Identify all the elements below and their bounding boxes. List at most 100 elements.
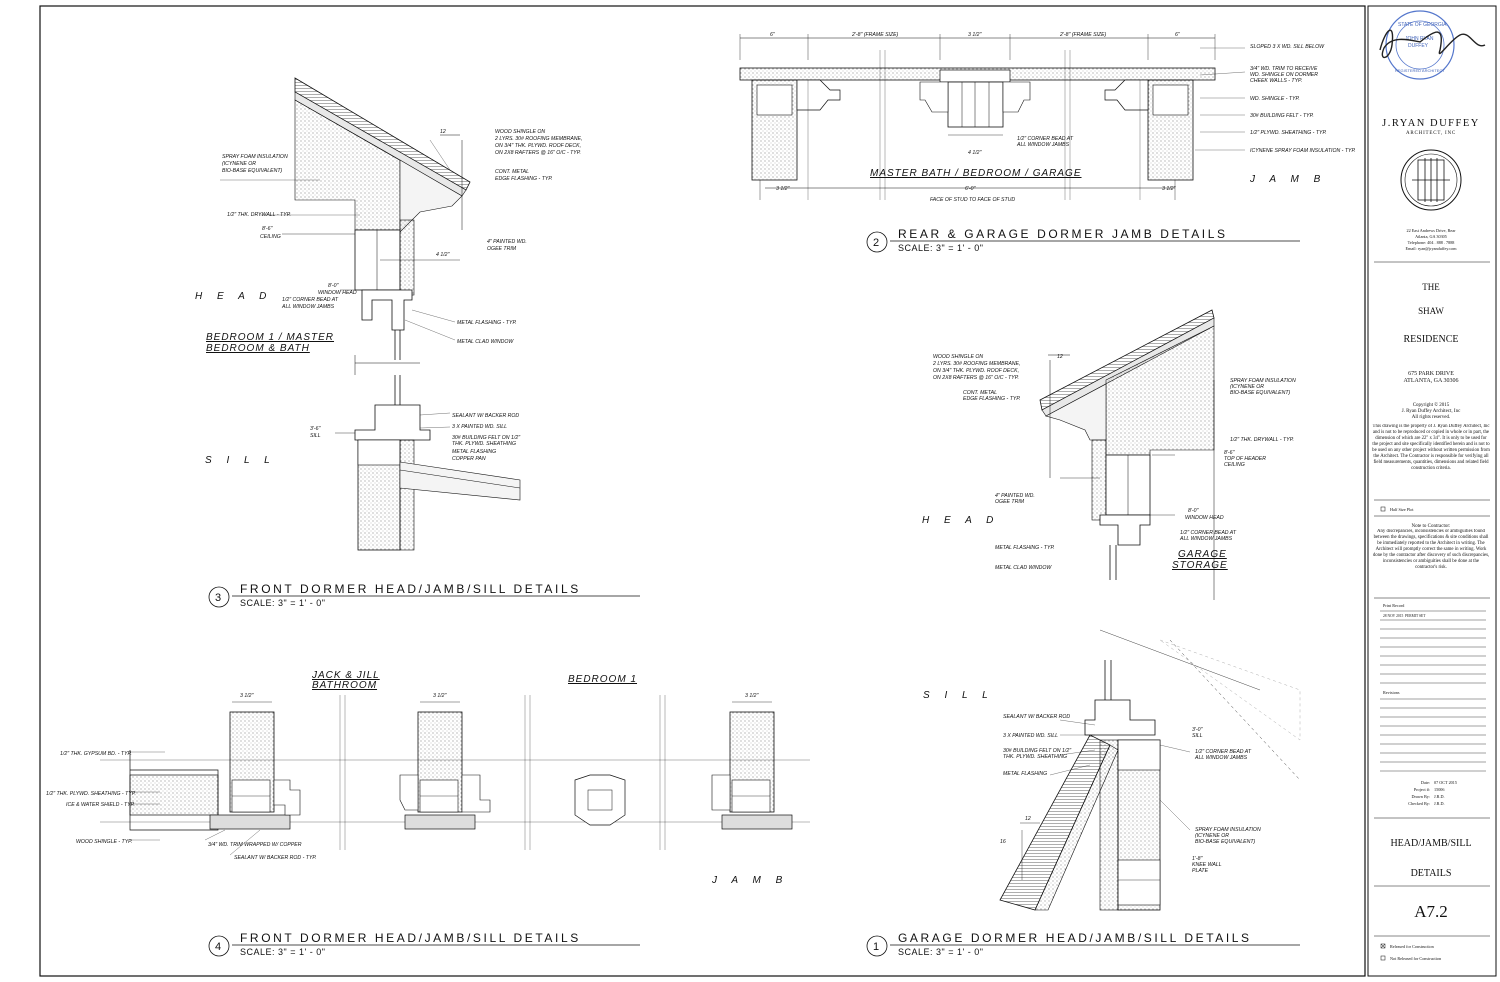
d3-note-8: CONT. METAL	[495, 169, 529, 175]
d1-sill-label: S I L L	[923, 690, 994, 701]
d3-number-circle	[208, 586, 230, 608]
detail-1-head	[1039, 309, 1215, 600]
d2-dim-six-b: 6"	[1175, 32, 1181, 38]
d1s-note-2: 3 X PAINTED WD. SILL	[1003, 733, 1058, 739]
print-date: 28 NOV 2015	[1383, 614, 1404, 618]
copyright-1: Copyright © 2015	[1413, 402, 1450, 408]
d4-number: 4	[215, 941, 221, 953]
d2-note-4: CHEEK WALLS - TYP.	[1250, 78, 1302, 84]
d3-dim-sill-sub: SILL	[310, 433, 321, 439]
d1h-note-7: SPRAY FOAM INSULATION	[1230, 378, 1296, 384]
date-value: 07 OCT 2015	[1434, 780, 1457, 785]
seal-line-2: JOHN RYAN	[1405, 36, 1434, 42]
d3-note-22: COPPER PAN	[452, 456, 486, 462]
d3-note-16: METAL CLAD WINDOW	[457, 339, 514, 345]
address-2: Atlanta, GA 30305	[1415, 234, 1447, 240]
d1h-note-15: METAL FLASHING - TYP.	[995, 545, 1055, 551]
released-label: Released for Construction	[1390, 944, 1435, 949]
d1-dim-slope: 12	[1057, 354, 1063, 360]
d3-note-10: 1/2" THK. DRYWALL - TYP.	[227, 212, 291, 218]
d1-dim-header-sub2: CEILING	[1224, 462, 1245, 468]
d2-note-1: SLOPED 3 X WD. SILL BELOW	[1250, 44, 1325, 50]
d2-dim-overall: 6'-0"	[965, 186, 976, 192]
contractor-note: Any discrepancies, inconsistencies or am…	[1372, 529, 1490, 570]
released-checkbox[interactable]	[1380, 943, 1386, 949]
d2-scale: SCALE: 3" = 1' - 0"	[898, 243, 983, 253]
d2-note-7: 1/2" PLYWD. SHEATHING - TYP.	[1250, 130, 1327, 136]
d4-room-label-3: BEDROOM 1	[568, 674, 637, 685]
project-name-1: THE	[1422, 282, 1440, 292]
d2-dim-overall-note: FACE OF STUD TO FACE OF STUD	[930, 197, 1015, 203]
property-note: This drawing is the property of J. Ryan …	[1372, 424, 1490, 471]
sheet-border	[39, 5, 1366, 977]
d2-dim-six-a: 6"	[770, 32, 776, 38]
title-block-border	[1367, 5, 1497, 977]
drawn-by-label: Drawn By:	[1412, 794, 1431, 799]
d2-note-10: ALL WINDOW JAMBS	[1016, 142, 1070, 148]
d1-number-circle	[866, 935, 888, 957]
d2-dim-left: 3 1/2"	[776, 186, 791, 192]
d1-dim-slope-b: 12	[1025, 816, 1031, 822]
project-address-2: ATLANTA, GA 30306	[1403, 378, 1458, 384]
d3-note-6: (ICYNENE OR	[222, 161, 256, 167]
d1-room-label-1: GARAGE	[1178, 549, 1227, 560]
d4-note-3: ICE & WATER SHIELD - TYP.	[66, 802, 135, 808]
not-released-label: Not Released for Construction	[1390, 956, 1442, 961]
d1-room-label-2: STORAGE	[1172, 560, 1228, 571]
d3-note-2: 2 LYRS. 30# ROOFING MEMBRANE,	[494, 136, 582, 142]
d3-note-7: BIO-BASE EQUIVALENT)	[222, 168, 283, 174]
sheet-number: A7.2	[1414, 902, 1448, 921]
d1-dim-sill: 3'-0"	[1192, 727, 1203, 733]
d2-dim-frame-b: 2'-8" (FRAME SIZE)	[1059, 32, 1107, 38]
d3-note-5: SPRAY FOAM INSULATION	[222, 154, 288, 160]
d3-note-14: ALL WINDOW JAMBS	[281, 304, 335, 310]
project-address-1: 675 PARK DRIVE	[1408, 371, 1454, 377]
d4-note-2: 1/2" THK. PLYWD. SHEATHING - TYP.	[46, 791, 136, 797]
d3-note-21: METAL FLASHING	[452, 449, 496, 455]
d4-title: FRONT DORMER HEAD/JAMB/SILL DETAILS	[240, 931, 581, 945]
d4-jamb-label: J A M B	[711, 875, 788, 886]
project-name-2: SHAW	[1418, 306, 1444, 316]
d2-note-2: 3/4" WD. TRIM TO RECEIVE	[1250, 66, 1318, 72]
sheet-title-2: DETAILS	[1411, 868, 1452, 879]
contractor-note-box: Any discrepancies, inconsistencies or am…	[1372, 529, 1490, 570]
d1-dim-header-sub1: TOP OF HEADER	[1224, 456, 1266, 462]
checked-by-value: J.R.D.	[1434, 801, 1445, 806]
firm-name: J.RYAN DUFFEY	[1382, 118, 1480, 129]
d4-note-1: 1/2" THK. GYPSUM BD. - TYP.	[60, 751, 132, 757]
print-record-label: Print Record	[1383, 603, 1405, 608]
checked-by-label: Checked By:	[1408, 801, 1430, 806]
d1h-note-13: 1/2" CORNER BEAD AT	[1180, 530, 1237, 536]
d3-note-17: SEALANT W/ BACKER ROD	[452, 413, 519, 419]
d2-dim-frame-a: 2'-8" (FRAME SIZE)	[851, 32, 899, 38]
d1s-note-10: BIO-BASE EQUIVALENT)	[1195, 839, 1256, 845]
d1s-note-3: 30# BUILDING FELT ON 1/2"	[1003, 748, 1072, 754]
d1-dim-knee-sub1: KNEE WALL	[1192, 862, 1222, 868]
d1-dim-sill-sub: SILL	[1192, 733, 1203, 739]
copyright-2: J. Ryan Duffey Architect, Inc	[1402, 409, 1461, 414]
released-check-mark	[1380, 943, 1386, 949]
d3-dim-ceiling: 8'-6"	[262, 226, 273, 232]
d3-dim-quarter: 4 1/2"	[436, 252, 451, 258]
d3-dim-window-head-sub: WINDOW HEAD	[318, 290, 357, 296]
d2-note-5: WD. SHINGLE - TYP.	[1250, 96, 1300, 102]
copyright-3: All rights reserved.	[1412, 415, 1450, 420]
d3-title: FRONT DORMER HEAD/JAMB/SILL DETAILS	[240, 582, 581, 596]
d1h-note-5: CONT. METAL	[963, 390, 997, 396]
d1-title: GARAGE DORMER HEAD/JAMB/SILL DETAILS	[898, 931, 1252, 945]
d1h-note-11: 4" PAINTED WD.	[995, 493, 1035, 499]
d3-note-3: ON 3/4" THK. PLYWD. ROOF DECK,	[495, 143, 581, 149]
d1s-note-4: THK. PLYWD. SHEATHING	[1003, 754, 1067, 760]
detail-4-front-dormer-jamb	[100, 695, 810, 856]
d1-number: 1	[873, 941, 879, 953]
d4-number-circle	[208, 935, 230, 957]
not-released-checkbox[interactable]	[1380, 955, 1386, 961]
d3-room-label-1: BEDROOM 1 / MASTER	[206, 332, 334, 343]
d1s-note-7: ALL WINDOW JAMBS	[1194, 755, 1248, 761]
d1-dim-window-head-sub: WINDOW HEAD	[1185, 515, 1224, 521]
half-size-checkbox[interactable]	[1380, 506, 1386, 512]
d2-dim-mid: 4 1/2"	[968, 150, 983, 156]
d4-room-label-2: BATHROOM	[312, 680, 377, 691]
d2-number-circle	[866, 231, 888, 253]
d4-note-6: SEALANT W/ BACKER ROD - TYP.	[234, 855, 317, 861]
